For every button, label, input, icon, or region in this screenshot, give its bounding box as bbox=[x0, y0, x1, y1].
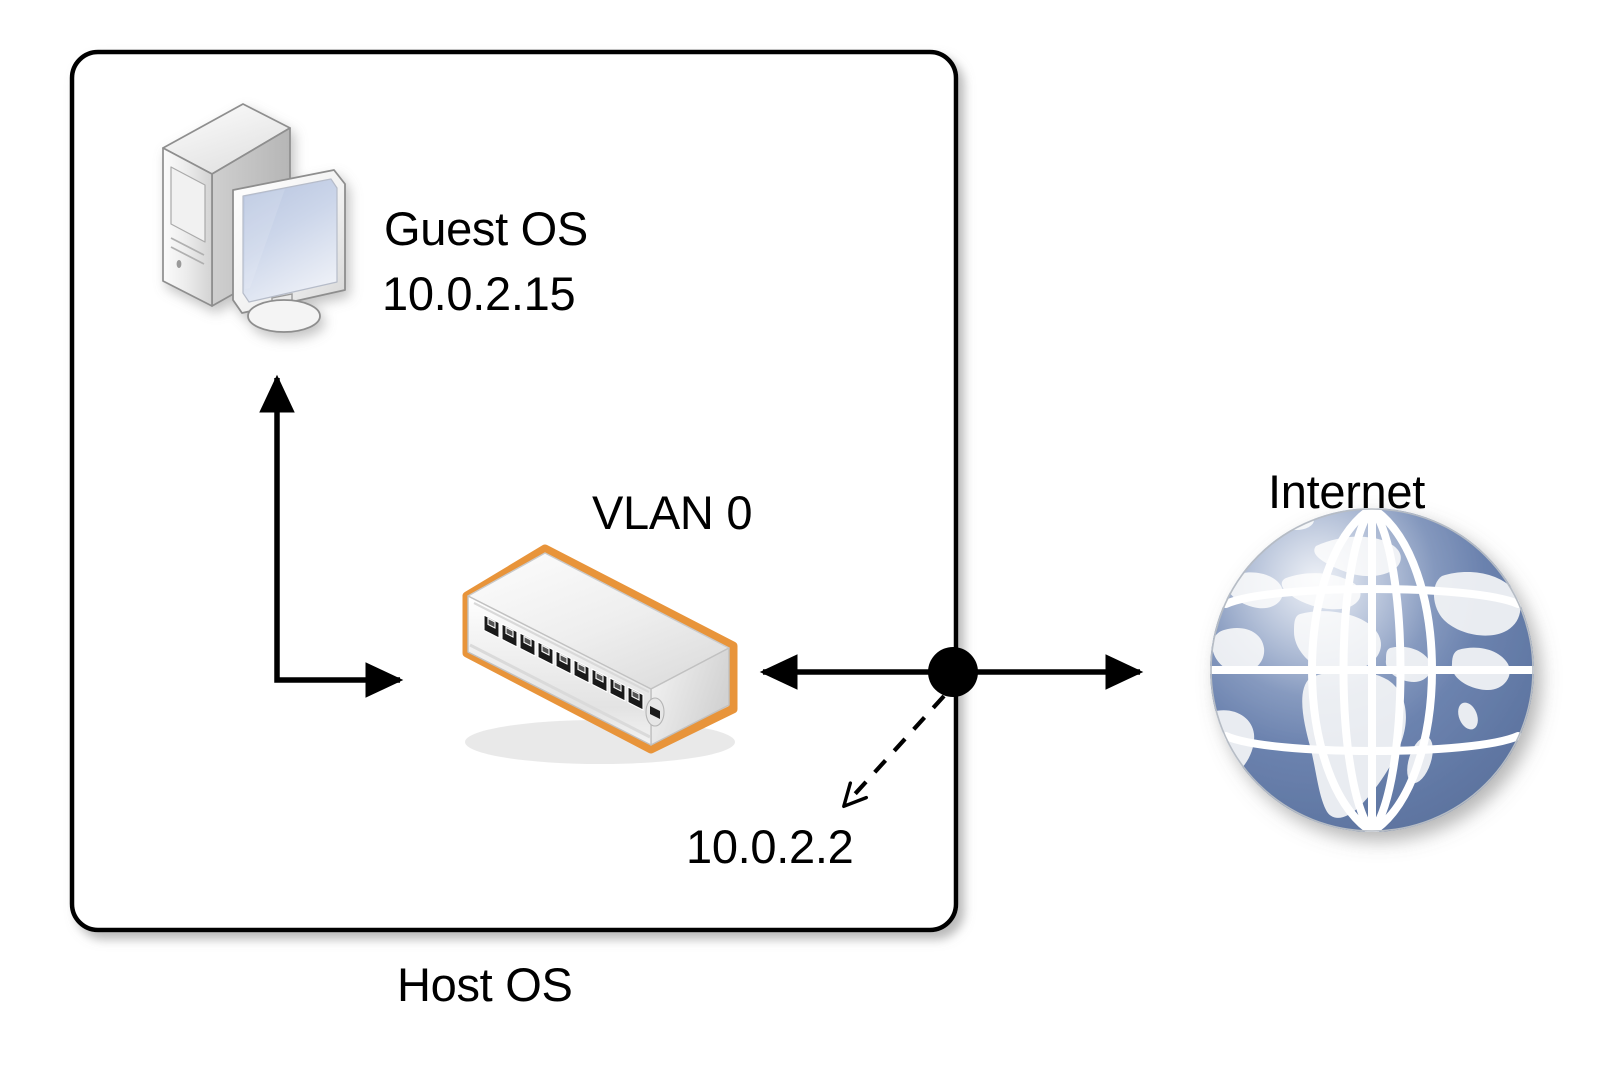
network-switch-icon bbox=[462, 544, 738, 764]
switch-ports bbox=[483, 614, 644, 711]
internet-label: Internet bbox=[1268, 465, 1425, 518]
desktop-computer-icon bbox=[162, 103, 346, 333]
switch-console-port bbox=[645, 697, 665, 727]
vlan-label: VLAN 0 bbox=[592, 486, 753, 539]
guest-os-ip-label: 10.0.2.15 bbox=[382, 267, 576, 320]
gateway-callout-arrow bbox=[842, 694, 946, 809]
nat-connections bbox=[759, 647, 1144, 809]
guest-to-switch-connector bbox=[259, 374, 404, 698]
host-os-label: Host OS bbox=[397, 958, 573, 1011]
nat-junction-dot bbox=[928, 647, 978, 697]
gateway-ip-label: 10.0.2.2 bbox=[686, 820, 854, 873]
switch-highlight-outline bbox=[462, 544, 738, 754]
globe-icon bbox=[1210, 508, 1534, 832]
guest-os-label: Guest OS bbox=[384, 202, 588, 255]
